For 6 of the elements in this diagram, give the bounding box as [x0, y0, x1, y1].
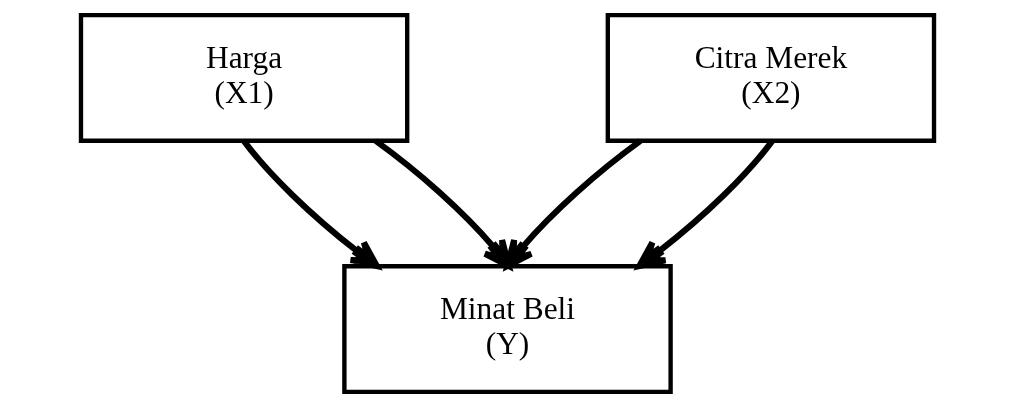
arrow: [635, 139, 775, 270]
arrow: [503, 138, 642, 270]
arrow: [240, 139, 380, 270]
node-box: Minat Beli (Y): [341, 264, 673, 395]
node-box: Citra Merek (X2): [605, 12, 936, 143]
node-box: Harga (X1): [78, 12, 409, 143]
